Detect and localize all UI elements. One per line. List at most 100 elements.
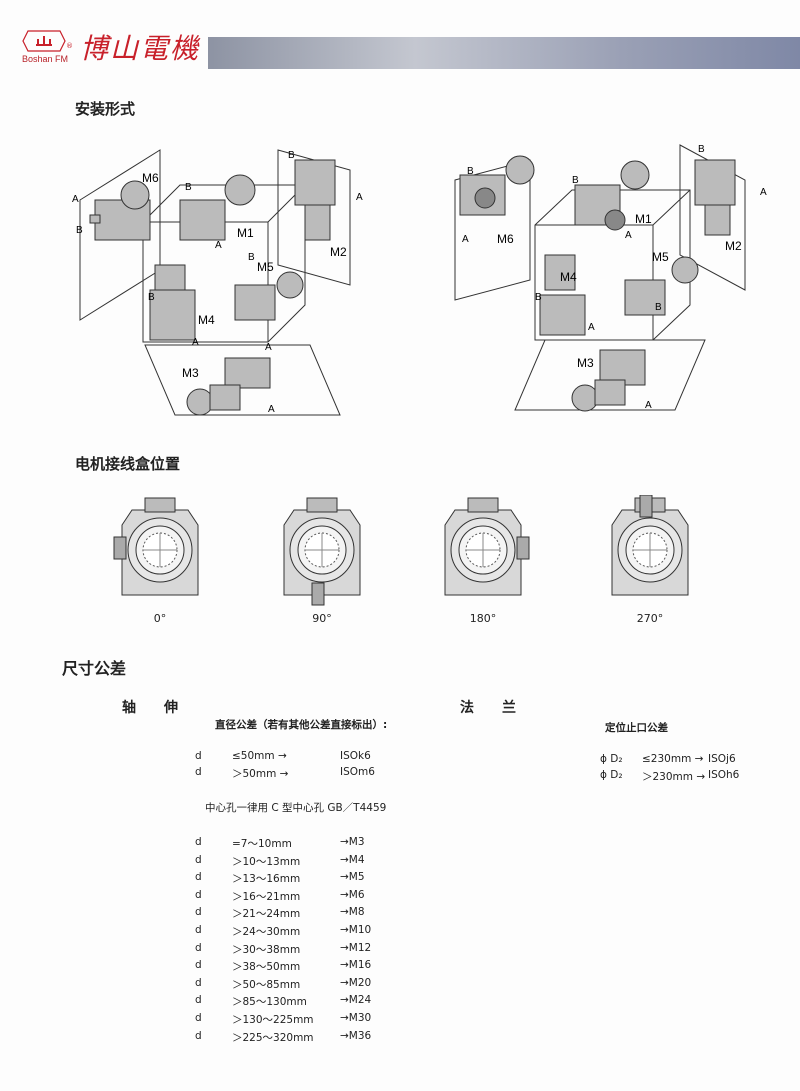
terminal-angle-label: 270° — [636, 612, 664, 625]
orientation-label: A — [588, 322, 595, 333]
label-m3: M3 — [577, 356, 594, 370]
company-logo-icon — [22, 30, 66, 52]
orientation-label: B — [572, 175, 579, 186]
label-m2: M2 — [725, 239, 742, 253]
terminal-box-drawing — [283, 497, 361, 606]
orientation-label: A — [265, 342, 272, 353]
orientation-label: B — [655, 302, 662, 313]
thread-size: →M6 — [340, 888, 365, 901]
label-m5: M5 — [257, 260, 274, 274]
diameter-condition: ＞50mm → — [232, 768, 289, 780]
mounting-diagram-left: M6 M1 M2 M5 M4 M3 A B B A B A B A B A A — [72, 149, 363, 416]
iso-grade: ISOj6 — [708, 753, 736, 765]
thread-size: →M36 — [340, 1029, 372, 1042]
thread-size: →M12 — [340, 941, 372, 954]
orientation-label: B — [185, 182, 192, 193]
terminal-box-drawing — [113, 497, 199, 596]
label-m6: M6 — [497, 232, 514, 246]
orientation-label: A — [760, 187, 767, 198]
thread-size: →M4 — [340, 853, 365, 866]
center-hole-symbol: d — [195, 959, 202, 972]
orientation-label: A — [462, 234, 469, 245]
diameter-range: ＞16～21mm — [232, 890, 301, 903]
thread-size: →M20 — [340, 976, 372, 989]
shaft-title: 轴 伸 — [122, 700, 178, 716]
diameter-range: ＞21～24mm — [232, 908, 301, 921]
orientation-label: A — [356, 192, 363, 203]
logo-english: Boshan FM — [22, 54, 69, 64]
orientation-label: B — [467, 166, 474, 177]
registered-mark: ® — [66, 42, 73, 50]
center-hole-symbol: d — [195, 994, 202, 1007]
diameter-condition: ≤50mm → — [232, 750, 287, 762]
diameter-range: ＞130～225mm — [232, 1014, 314, 1026]
diameter-range: ＞85～130mm — [232, 996, 307, 1009]
orientation-label: B — [76, 225, 83, 236]
header-bar — [208, 37, 800, 69]
center-hole-symbol: d — [195, 853, 202, 866]
logo-chinese: 博山電機 — [80, 32, 201, 65]
spigot-symbol: ϕ D₂ — [600, 753, 623, 765]
tolerance-title: 尺寸公差 — [62, 659, 127, 678]
label-m2: M2 — [330, 245, 347, 259]
center-hole-symbol: d — [195, 941, 202, 954]
orientation-label: A — [192, 337, 199, 348]
center-hole-symbol: d — [195, 906, 202, 919]
diameter-symbol: d — [195, 766, 202, 778]
label-m4: M4 — [198, 313, 215, 327]
diameter-symbol: d — [195, 750, 202, 762]
center-hole-symbol: d — [195, 836, 202, 848]
thread-size: →M5 — [340, 871, 365, 884]
orientation-label: A — [645, 400, 652, 411]
center-hole-symbol: d — [195, 1012, 202, 1024]
diameter-range: ＞24～30mm — [232, 926, 301, 938]
spigot-tolerance-title: 定位止口公差 — [605, 722, 668, 734]
terminal-box-title: 电机接线盒位置 — [75, 455, 181, 473]
label-m1: M1 — [237, 226, 254, 240]
orientation-label: B — [148, 292, 155, 303]
label-m4: M4 — [560, 270, 577, 284]
label-m5: M5 — [652, 250, 669, 264]
diameter-range: ＞38～50mm — [232, 961, 301, 974]
terminal-angle-label: 180° — [469, 612, 497, 625]
mounting-title: 安装形式 — [75, 100, 136, 118]
center-hole-symbol: d — [195, 871, 202, 884]
iso-grade: ISOm6 — [340, 766, 375, 778]
terminal-angle-label: 0° — [153, 612, 167, 625]
label-m3: M3 — [182, 366, 199, 380]
diameter-tolerance-title: 直径公差（若有其他公差直接标出）: — [215, 719, 388, 731]
thread-size: →M30 — [340, 1012, 372, 1024]
diameter-range: ＞13～16mm — [232, 873, 301, 886]
mounting-diagram-right: M6 M1 M2 M5 M4 M3 B A B A B A B A B A — [454, 144, 767, 412]
diameter-range: ＞30～38mm — [232, 943, 301, 956]
center-hole-symbol: d — [195, 888, 202, 901]
iso-grade: ISOk6 — [340, 750, 371, 762]
terminal-box-drawing — [444, 497, 530, 596]
diameter-range: ＞50～85mm — [232, 978, 301, 991]
terminal-box-drawing — [611, 495, 689, 596]
orientation-label: A — [625, 230, 632, 241]
center-hole-symbol: d — [195, 976, 202, 989]
spigot-symbol: ϕ D₂ — [600, 769, 623, 781]
terminal-angle-label: 90° — [312, 612, 332, 625]
flange-title: 法 兰 — [460, 700, 516, 716]
center-hole-title: 中心孔一律用 C 型中心孔 GB／T4459 — [205, 802, 387, 814]
diameter-range: ＞10～13mm — [232, 855, 301, 868]
spigot-condition: ＞230mm → — [642, 771, 706, 783]
orientation-label: B — [698, 144, 705, 155]
diameter-range: ＞225～320mm — [232, 1031, 314, 1044]
orientation-label: B — [535, 292, 542, 303]
center-hole-symbol: d — [195, 924, 202, 936]
orientation-label: A — [268, 404, 275, 415]
center-hole-symbol: d — [195, 1029, 202, 1042]
orientation-label: A — [72, 194, 79, 205]
thread-size: →M24 — [340, 994, 372, 1007]
iso-grade: ISOh6 — [708, 769, 740, 781]
diameter-range: =7～10mm — [232, 838, 292, 850]
label-m1: M1 — [635, 212, 652, 226]
label-m6: M6 — [142, 171, 159, 185]
orientation-label: A — [215, 240, 222, 251]
orientation-label: B — [288, 150, 295, 161]
spigot-condition: ≤230mm → — [642, 753, 704, 765]
